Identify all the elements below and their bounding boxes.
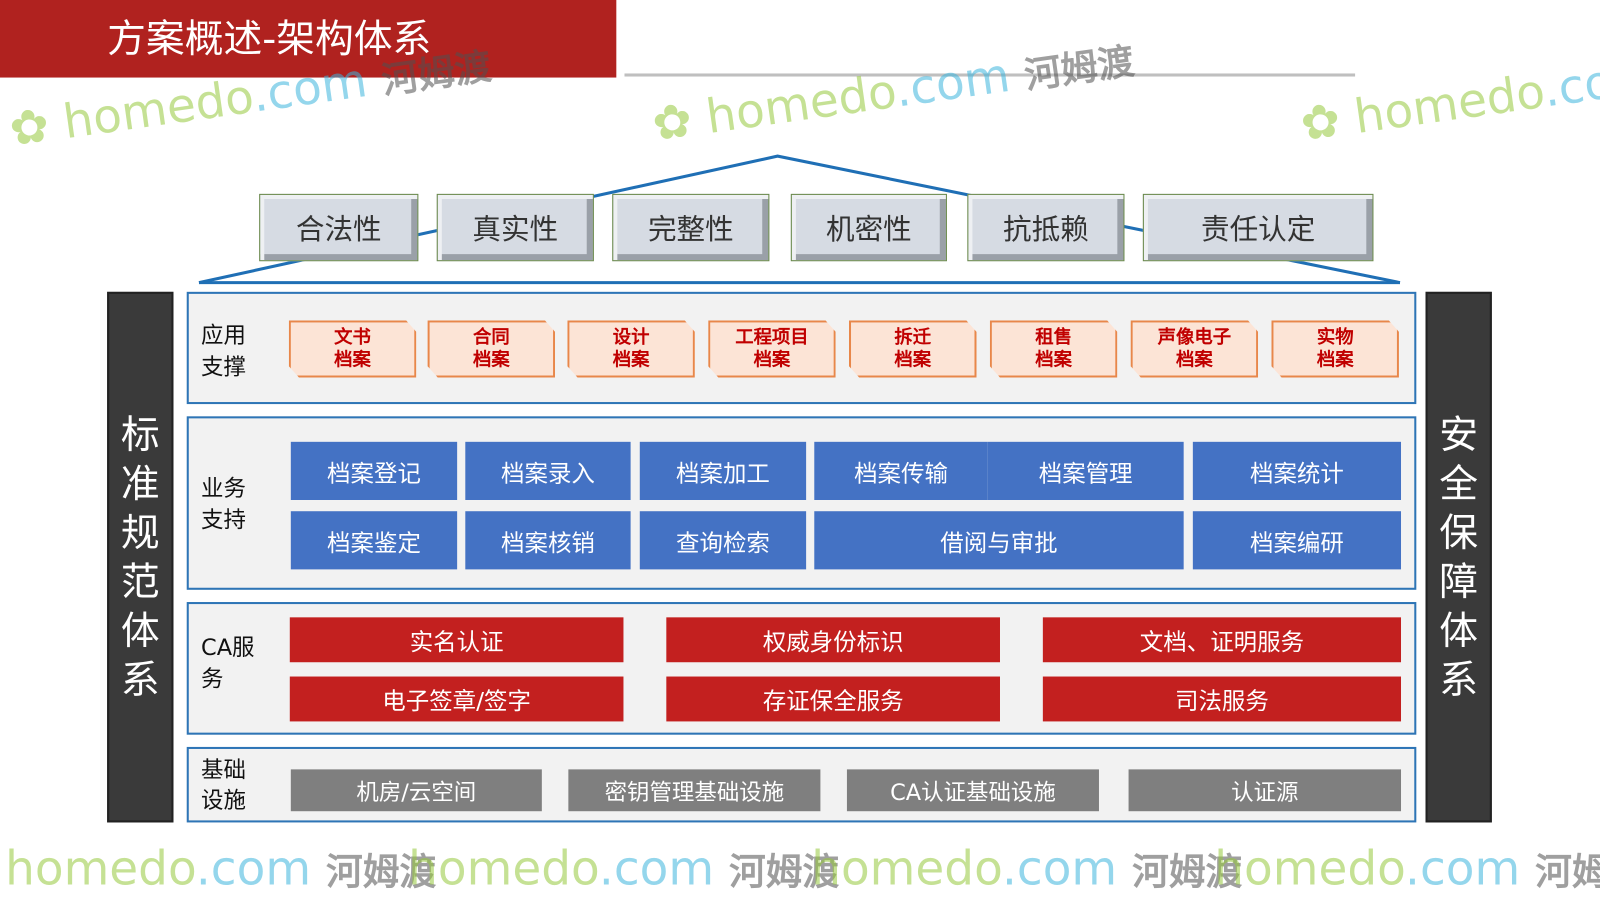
ca-item: 电子签章/签字: [289, 676, 624, 722]
business-item: 档案管理: [987, 441, 1184, 500]
layer-label: CA服务: [201, 635, 255, 693]
property-accountability: 责任认定: [1142, 193, 1374, 262]
infra-item: 机房/云空间: [290, 769, 542, 812]
slide-title: 方案概述-架构体系: [0, 0, 617, 78]
layer-infrastructure: 基础设施 机房/云空间 密钥管理基础设施 CA认证基础设施 认证源: [186, 746, 1417, 823]
app-item-label: 拆迁 档案: [894, 326, 932, 371]
business-item: 档案加工: [639, 441, 807, 500]
title-rule: [624, 73, 1356, 77]
business-item: 档案鉴定: [290, 511, 458, 570]
watermark: homedo.com 河姆渡: [1214, 840, 1600, 896]
app-item-label: 租售 档案: [1035, 326, 1072, 371]
infra-item: 认证源: [1128, 769, 1402, 812]
right-pillar-security: 安全保障体系: [1425, 291, 1492, 823]
app-item-label: 工程项目 档案: [735, 326, 809, 371]
app-item-label: 合同 档案: [472, 326, 510, 371]
app-item: 实物 档案: [1271, 320, 1399, 378]
business-item: 档案编研: [1192, 511, 1402, 570]
app-item: 合同 档案: [427, 320, 556, 378]
app-item: 文书 档案: [288, 320, 417, 378]
app-item-label: 实物 档案: [1316, 326, 1354, 371]
app-item: 设计 档案: [567, 320, 695, 378]
ca-item: 实名认证: [289, 617, 624, 663]
infra-item: 密钥管理基础设施: [568, 769, 821, 812]
business-item: 档案登记: [290, 441, 458, 500]
ca-item: 司法服务: [1042, 676, 1402, 722]
app-item: 声像电子 档案: [1130, 320, 1259, 378]
app-item: 租售 档案: [989, 320, 1118, 378]
app-item-label: 声像电子 档案: [1157, 326, 1232, 371]
app-item-label: 文书 档案: [334, 326, 371, 371]
watermark: homedo.com 河姆渡: [5, 840, 437, 896]
ca-item: 文档、证明服务: [1042, 617, 1402, 663]
watermark: homedo.com 河姆渡: [811, 840, 1243, 896]
business-item: 借阅与审批: [814, 511, 1184, 570]
property-integrity: 完整性: [612, 193, 770, 262]
business-item: 档案传输: [814, 441, 988, 500]
layer-label: 业务支持: [201, 476, 246, 534]
app-item: 工程项目 档案: [708, 320, 836, 378]
layer-ca-service: CA服务 实名认证 权威身份标识 文档、证明服务 电子签章/签字 存证保全服务 …: [186, 602, 1417, 735]
property-authenticity: 真实性: [436, 193, 594, 262]
left-pillar-standards: 标准规范体系: [107, 291, 174, 823]
app-item: 拆迁 档案: [848, 320, 977, 378]
ca-item: 存证保全服务: [666, 676, 1000, 722]
infra-item: CA认证基础设施: [846, 769, 1099, 812]
business-item: 档案核销: [465, 511, 631, 570]
property-legality: 合法性: [259, 193, 419, 262]
business-item: 档案录入: [465, 441, 631, 500]
business-item: 查询检索: [639, 511, 807, 570]
layer-label: 基础设施: [201, 758, 246, 815]
business-item: 档案统计: [1192, 441, 1402, 500]
layer-business-support: 业务支持 档案登记 档案录入 档案加工 档案传输 档案管理 档案统计 档案鉴定 …: [186, 416, 1417, 590]
ca-item: 权威身份标识: [666, 617, 1000, 663]
watermark: homedo.com 河姆渡: [408, 840, 840, 896]
property-non-repudiation: 抗抵赖: [967, 193, 1125, 262]
app-item-label: 设计 档案: [612, 326, 650, 371]
layer-app-support: 应用支撑 文书 档案 合同 档案 设计 档案 工程项目 档案 拆迁 档案 租售 …: [186, 291, 1417, 405]
property-confidentiality: 机密性: [790, 193, 947, 262]
layer-label: 应用支撑: [201, 323, 246, 381]
